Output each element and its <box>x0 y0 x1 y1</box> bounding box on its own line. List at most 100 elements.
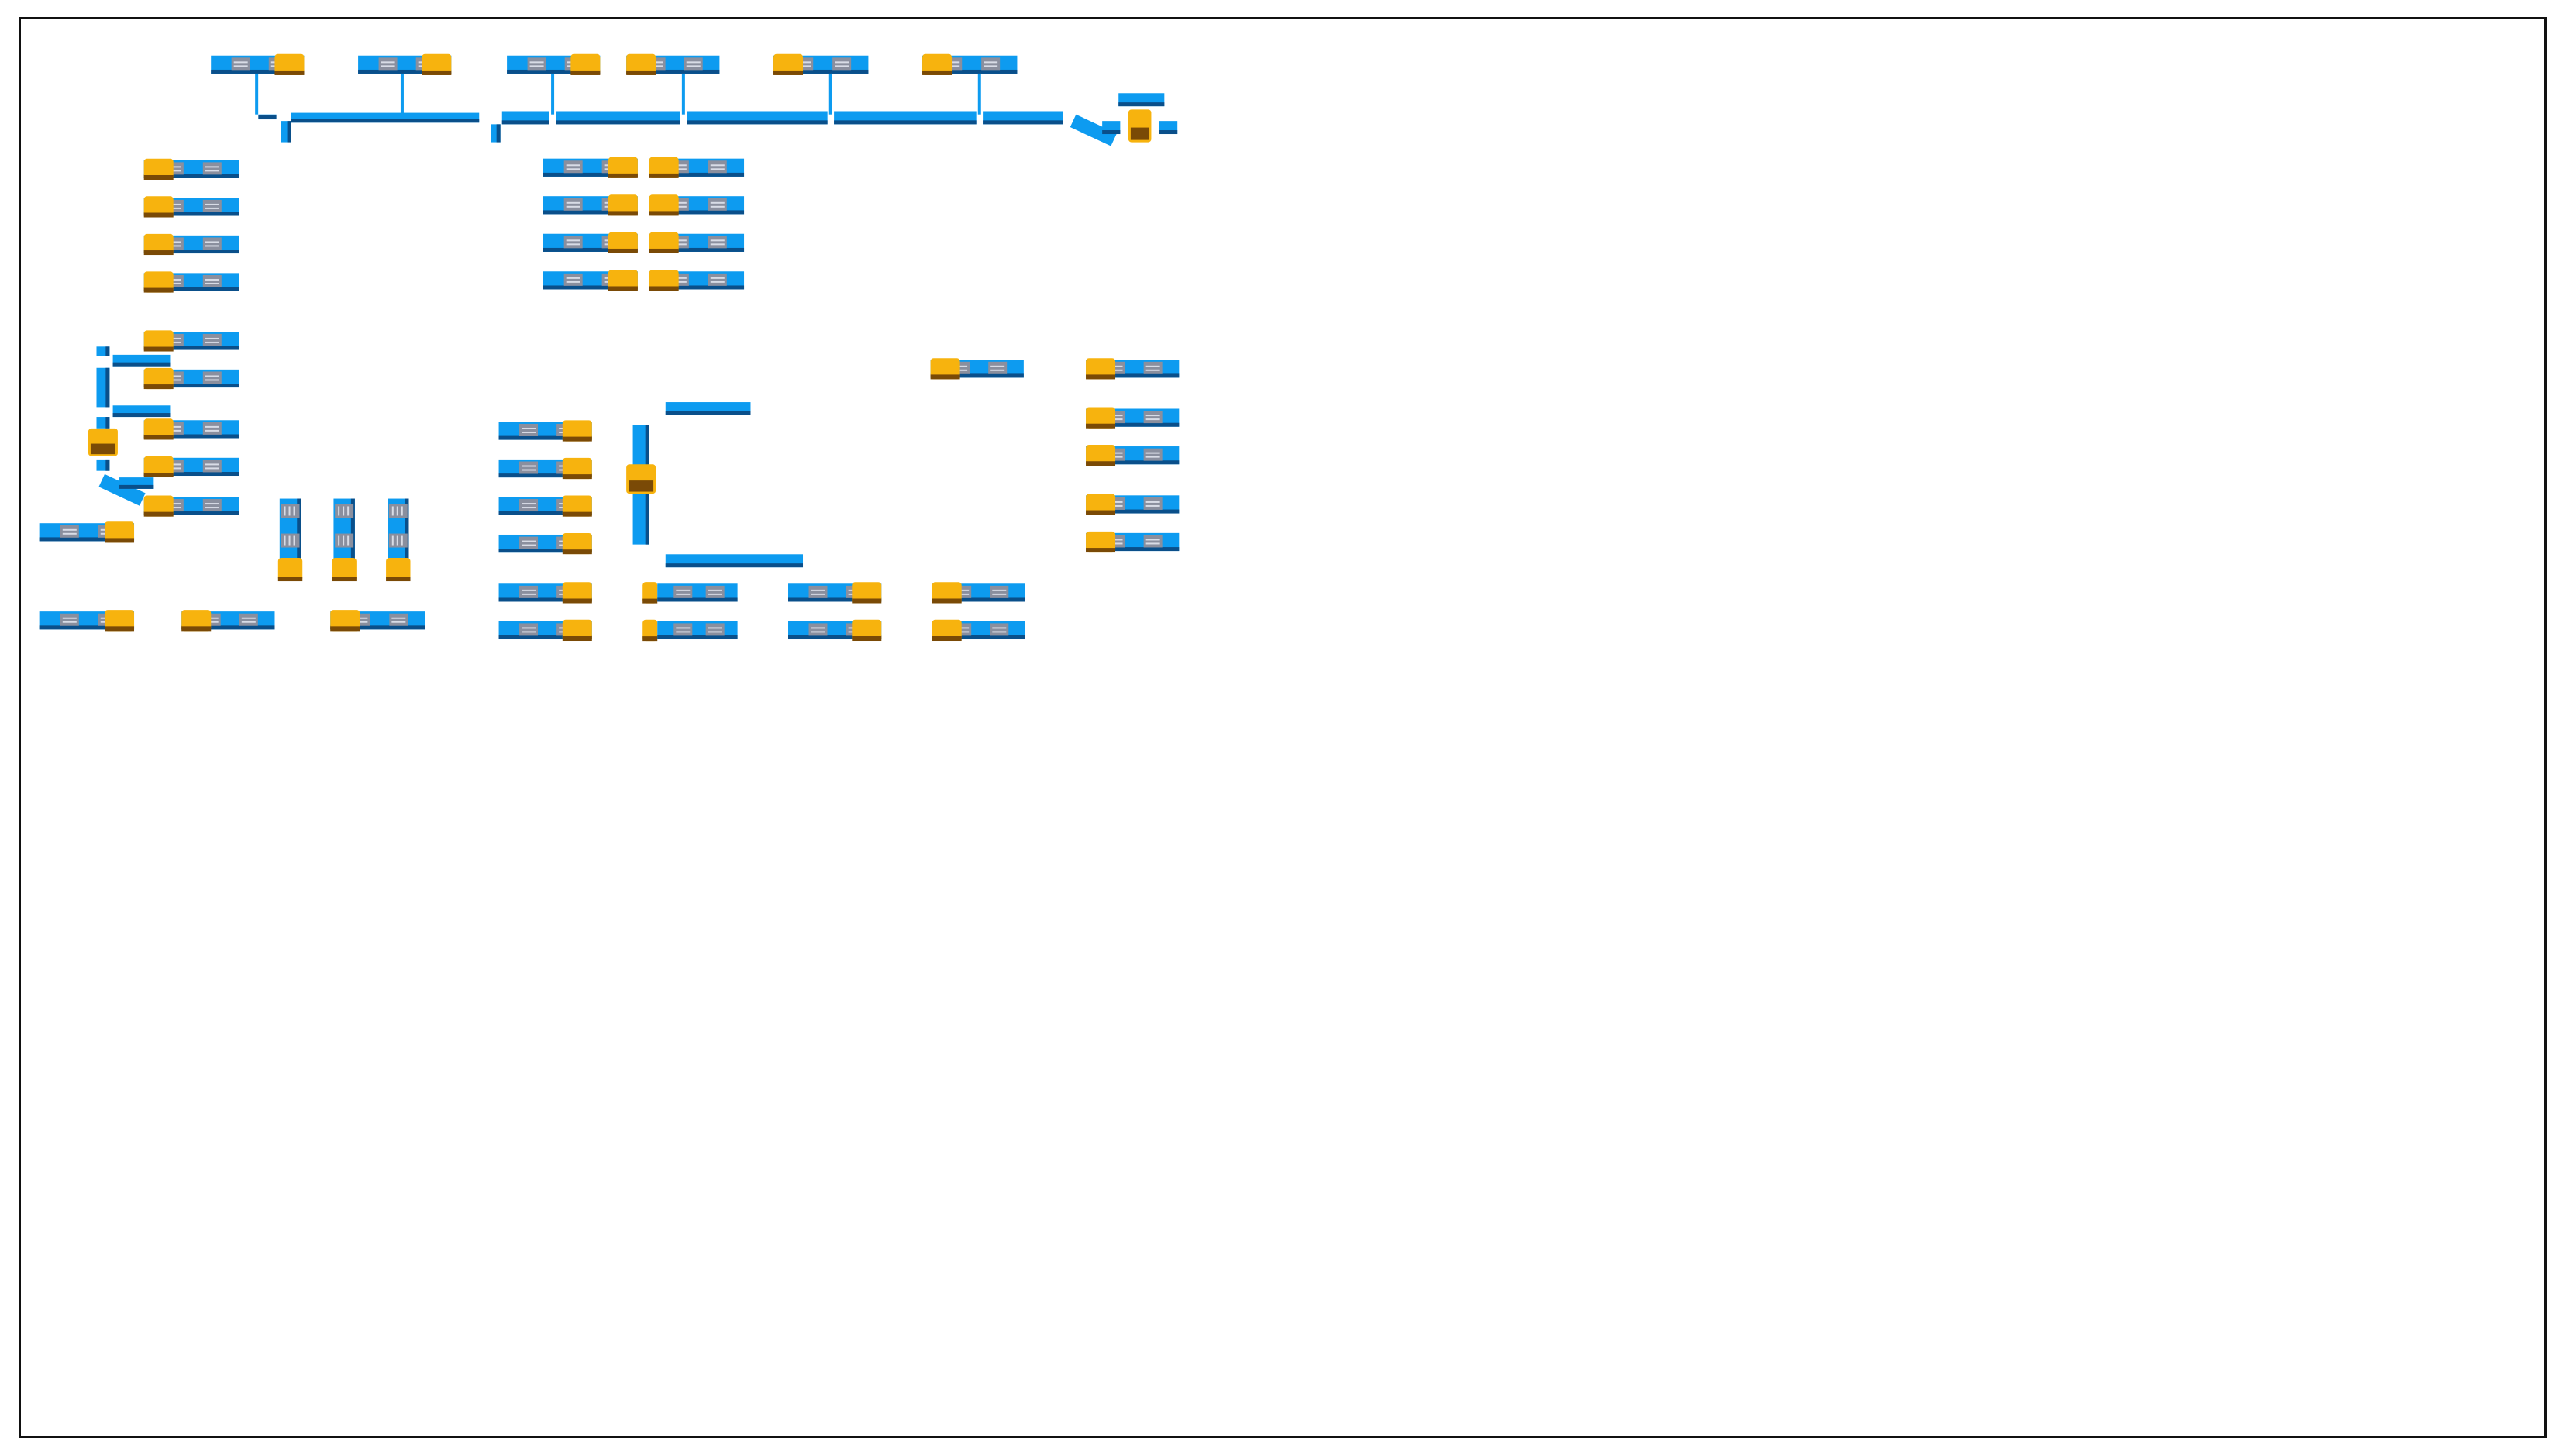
transfer-station[interactable] <box>626 464 656 494</box>
drive-motor-icon <box>922 53 953 75</box>
conveyor-segment[interactable] <box>143 233 239 256</box>
conveyor-segment[interactable] <box>332 498 357 582</box>
conveyor-segment[interactable] <box>498 532 592 555</box>
angled-conveyor[interactable] <box>1070 114 1117 146</box>
conveyor-segment[interactable] <box>143 495 239 517</box>
conveyor-segment[interactable] <box>143 196 239 218</box>
conveyor-segment[interactable] <box>1086 407 1180 429</box>
roller-grille-icon <box>1143 448 1163 461</box>
conveyor-segment[interactable] <box>543 270 638 291</box>
conveyor-segment[interactable] <box>665 554 804 568</box>
conveyor-segment[interactable] <box>211 53 305 75</box>
conveyor-segment[interactable] <box>498 457 592 480</box>
conveyor-segment[interactable] <box>277 498 303 582</box>
conveyor-segment[interactable] <box>556 111 680 125</box>
conveyor-segment[interactable] <box>386 498 411 582</box>
conveyor-segment[interactable] <box>181 610 275 632</box>
conveyor-segment[interactable] <box>39 521 135 543</box>
conveyor-segment[interactable] <box>788 619 882 642</box>
conveyor-segment[interactable] <box>687 111 828 125</box>
roller-grille-icon <box>519 423 539 436</box>
conveyor-segment[interactable] <box>143 271 239 293</box>
conveyor-segment[interactable] <box>96 346 110 356</box>
roller-grille-icon <box>990 585 1009 598</box>
conveyor-segment[interactable] <box>143 330 239 352</box>
drive-motor-icon <box>143 367 174 390</box>
conveyor-segment[interactable] <box>258 114 277 120</box>
drive-motor-icon <box>649 270 679 291</box>
roller-grille-icon <box>990 623 1009 636</box>
conveyor-segment[interactable] <box>922 53 1018 75</box>
conveyor-segment[interactable] <box>632 425 649 466</box>
conveyor-segment[interactable] <box>930 358 1024 380</box>
roller-grille-icon <box>202 199 222 212</box>
drive-motor-icon <box>608 157 638 178</box>
roller-grille-icon <box>832 57 852 71</box>
conveyor-segment[interactable] <box>657 583 738 602</box>
conveyor-segment[interactable] <box>112 354 171 367</box>
conveyor-segment[interactable] <box>1086 494 1180 515</box>
drive-motor-icon <box>143 495 174 517</box>
conveyor-segment[interactable] <box>626 53 720 75</box>
conveyor-segment[interactable] <box>632 494 649 545</box>
conveyor-segment[interactable] <box>1118 93 1165 107</box>
roller-grille-icon <box>563 160 583 174</box>
roller-grille-icon <box>389 613 408 626</box>
conveyor-segment[interactable] <box>649 194 745 216</box>
conveyor-segment[interactable] <box>96 459 110 471</box>
drive-motor-icon <box>562 457 592 480</box>
conveyor-segment[interactable] <box>501 111 549 125</box>
conveyor-segment[interactable] <box>96 367 110 408</box>
transfer-station[interactable] <box>1128 109 1152 143</box>
diagram-frame <box>19 17 2547 1438</box>
conveyor-segment[interactable] <box>507 53 601 75</box>
conveyor-segment[interactable] <box>665 402 751 415</box>
connector-line <box>255 73 259 115</box>
conveyor-segment[interactable] <box>1102 121 1121 135</box>
conveyor-segment[interactable] <box>649 270 745 291</box>
conveyor-segment[interactable] <box>649 157 745 178</box>
conveyor-segment[interactable] <box>543 232 638 253</box>
roller-grille-icon <box>202 237 222 250</box>
drive-motor-icon <box>852 619 882 642</box>
conveyor-segment[interactable] <box>932 582 1025 604</box>
conveyor-segment[interactable] <box>291 112 480 123</box>
conveyor-segment[interactable] <box>543 157 638 178</box>
transfer-station[interactable] <box>88 428 118 456</box>
drive-motor-icon <box>932 619 962 642</box>
conveyor-segment[interactable] <box>498 420 592 442</box>
conveyor-segment[interactable] <box>112 405 171 418</box>
conveyor-segment[interactable] <box>773 53 869 75</box>
conveyor-segment[interactable] <box>143 418 239 440</box>
conveyor-segment[interactable] <box>498 619 592 642</box>
conveyor-segment[interactable] <box>834 111 977 125</box>
conveyor-segment[interactable] <box>1086 358 1180 380</box>
conveyor-segment[interactable] <box>330 610 425 632</box>
conveyor-segment[interactable] <box>649 232 745 253</box>
conveyor-segment[interactable] <box>143 456 239 478</box>
conveyor-segment[interactable] <box>1086 531 1180 553</box>
drive-motor-icon <box>1086 531 1116 553</box>
conveyor-segment[interactable] <box>119 477 154 489</box>
conveyor-segment[interactable] <box>788 582 882 604</box>
conveyor-segment[interactable] <box>281 121 291 143</box>
roller-grille-icon <box>378 57 398 71</box>
conveyor-segment[interactable] <box>39 610 135 632</box>
conveyor-segment[interactable] <box>543 194 638 216</box>
conveyor-segment[interactable] <box>983 111 1063 125</box>
conveyor-segment[interactable] <box>143 158 239 180</box>
conveyor-segment[interactable] <box>491 124 501 143</box>
conveyor-segment[interactable] <box>96 417 110 429</box>
conveyor-segment[interactable] <box>932 619 1025 642</box>
conveyor-segment[interactable] <box>498 582 592 604</box>
conveyor-segment[interactable] <box>143 367 239 390</box>
conveyor-segment[interactable] <box>358 53 452 75</box>
conveyor-segment[interactable] <box>657 621 738 640</box>
conveyor-segment[interactable] <box>1159 121 1178 135</box>
conveyor-segment[interactable] <box>498 495 592 517</box>
drive-motor <box>642 582 658 604</box>
roller-grille-icon <box>519 585 539 598</box>
drive-motor-icon <box>608 270 638 291</box>
conveyor-segment[interactable] <box>1086 445 1180 466</box>
angled-conveyor[interactable] <box>98 473 146 506</box>
